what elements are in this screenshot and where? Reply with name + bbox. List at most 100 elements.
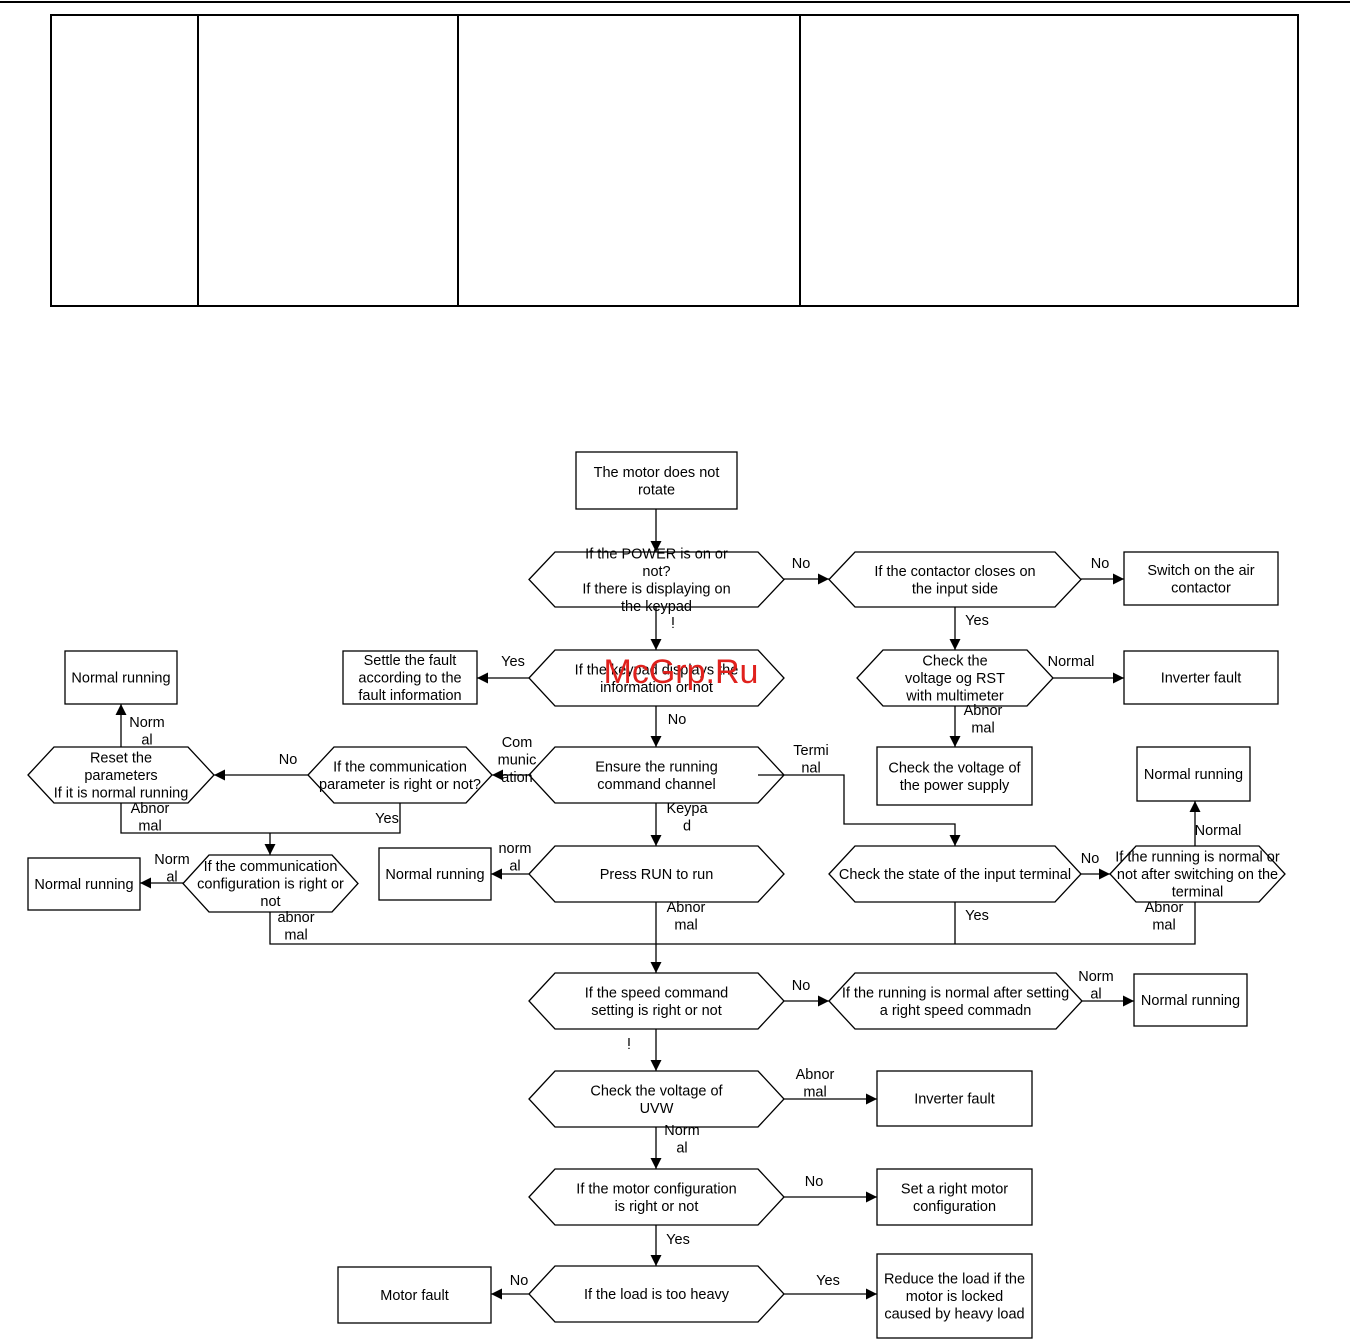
edge-motor-config-no-line: No [805,1174,824,1190]
edge-comm-config-abnormal-line: abnor [277,910,314,926]
edge-terminal-no-line: No [1081,851,1100,867]
switch-air-line: contactor [1171,580,1231,596]
edge-switch-abnormal-line: Abnor [1145,900,1184,916]
edge-reset-abnormal-line: Abnor [131,801,170,817]
normal-running-tl-text: Normal running [71,671,170,687]
inverter-fault-1-text: Inverter fault [1161,671,1242,687]
comm-param-line: If the communication [333,759,467,775]
check-supply-line: the power supply [900,778,1010,794]
load-heavy-text: If the load is too heavy [584,1287,730,1303]
edge-switch-abnormal-line: mal [1152,918,1175,934]
edge-comm-config-normal-line: al [166,870,177,886]
motor-fault-line: Motor fault [380,1288,449,1304]
reduce-load-line: caused by heavy load [884,1307,1024,1323]
edge-speed-normal-line: al [1090,987,1101,1003]
connector-13 [120,803,401,834]
edge-speed-mark-line: ᴉ [627,1034,630,1050]
normal-running-r-line: Normal running [1141,993,1240,1009]
ensure-channel-line: Ensure the running [595,759,718,775]
reset-params-line: Reset the [90,751,152,767]
normal-running-tl-line: Normal running [71,671,170,687]
power-line: If the POWER is on or [585,546,728,562]
comm-param-line: parameter is right or not? [319,777,481,793]
edge-channel-comm-line: ation [501,770,532,786]
edge-uvw-abnormal-line: Abnor [796,1067,835,1083]
normal-running-tr-text: Normal running [1144,767,1243,783]
inverter-fault-1-line: Inverter fault [1161,671,1242,687]
running-after-switch-decision [1109,845,1286,903]
edge-load-yes-text: Yes [816,1273,840,1289]
inverter-fault-2-line: Inverter fault [914,1092,995,1108]
edge-contactor-no-line: No [1091,556,1110,572]
edge-keypad-no-line: No [668,712,687,728]
running-after-speed-line: a right speed commadn [880,1003,1032,1019]
settle-fault-line: Settle the fault [364,653,457,669]
edge-channel-keypad-line: d [683,819,691,835]
watermark: McGrp.Ru [604,653,759,691]
normal-running-l-text: Normal running [385,867,484,883]
edge-comm-param-yes-text: Yes [375,811,399,827]
edge-reset-normal-line: al [141,733,152,749]
edge-rst-abnormal-line: mal [971,721,994,737]
running-after-speed-text: If the running is normal after setting a … [842,985,1069,1019]
check-rst-line: voltage og RST [905,671,1005,687]
edge-rst-abnormal-line: Abnor [964,703,1003,719]
edge-switch-abnormal-text: Abnor mal [1145,900,1184,934]
edge-reset-abnormal-text: Abnor mal [131,801,170,835]
edge-power-no-text: No [792,556,811,572]
motor-config-line: If the motor configuration [576,1181,736,1197]
start-line: The motor does not [594,465,720,481]
start-line: rotate [638,482,675,498]
edge-speed-normal-line: Norm [1078,969,1113,985]
check-uvw-line: Check the voltage of [590,1083,723,1099]
edge-power-mark-text: ᴉ [671,613,674,629]
normal-running-ml-text: Normal running [34,877,133,893]
edge-uvw-normal-line: al [676,1141,687,1157]
motor-config-line: is right or not [615,1199,699,1215]
edge-switch-normal-text: Normal [1195,823,1242,839]
edge-reset-abnormal-line: mal [138,819,161,835]
check-supply-line: Check the voltage of [888,760,1021,776]
normal-running-r-text: Normal running [1141,993,1240,1009]
edge-reset-normal-line: Norm [129,715,164,731]
connector-21 [269,902,1196,945]
edge-channel-terminal-line: Termi [793,743,828,759]
edge-load-no-text: No [510,1273,529,1289]
edge-terminal-yes-line: Yes [965,908,989,924]
edge-power-no-line: No [792,556,811,572]
edge-run-abnormal-line: mal [674,918,697,934]
check-terminal-line: Check the state of the input terminal [839,867,1071,883]
reduce-load-line: motor is locked [906,1289,1004,1305]
edge-motor-config-no-text: No [805,1174,824,1190]
contactor-line: the input side [912,581,998,597]
edge-keypad-yes-text: Yes [501,654,525,670]
edge-contactor-no-text: No [1091,556,1110,572]
check-terminal-text: Check the state of the input terminal [839,867,1071,883]
edge-speed-normal-text: Norm al [1078,969,1113,1003]
check-uvw-line: UVW [640,1101,674,1117]
edge-run-abnormal-text: Abnor mal [667,900,706,934]
edge-run-normal-text: normal [498,841,531,875]
check-uvw-text: Check the voltage of UVW [590,1083,723,1117]
edge-rst-normal-text: Normal [1048,654,1095,670]
edge-run-normal-line: norm [498,841,531,857]
running-after-speed-line: If the running is normal after setting [842,985,1069,1001]
normal-running-l-line: Normal running [385,867,484,883]
normal-running-box [1133,973,1248,1027]
edge-run-abnormal-line: Abnor [667,900,706,916]
speed-cmd-line: setting is right or not [591,1003,722,1019]
edge-reset-normal-text: Norm al [129,715,164,749]
edge-comm-param-yes-line: Yes [375,811,399,827]
connector-17 [758,774,961,846]
